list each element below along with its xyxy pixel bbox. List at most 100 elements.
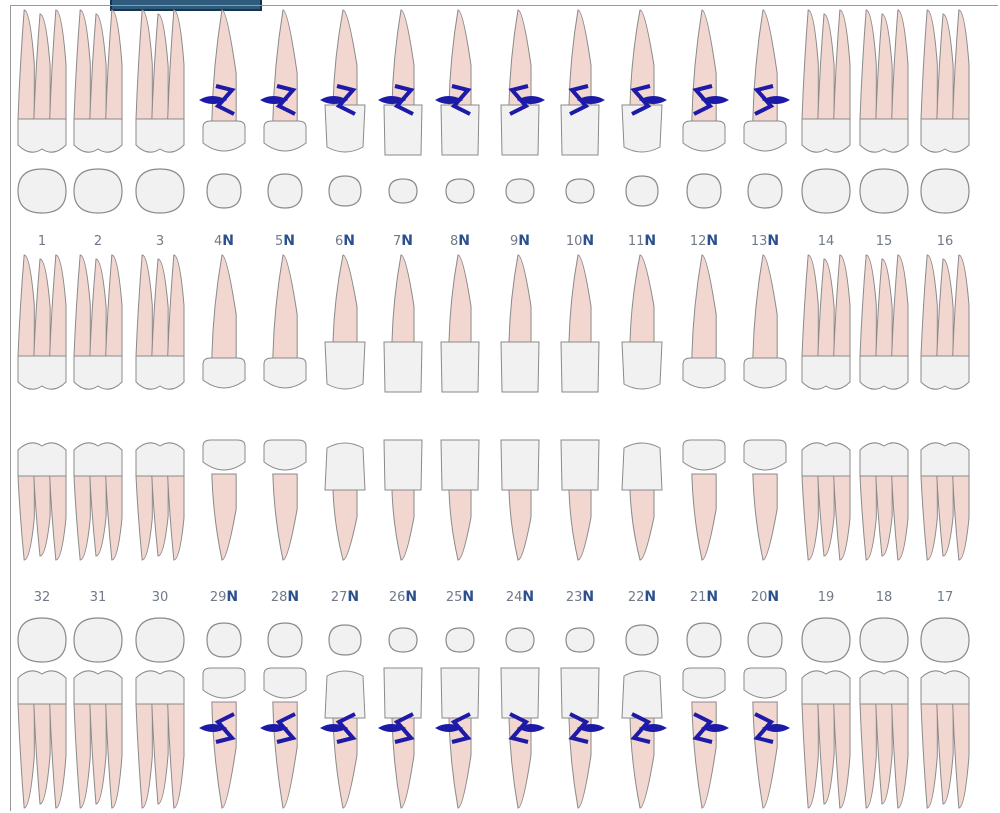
tooth-root: [50, 704, 66, 808]
tooth-root: [168, 255, 184, 356]
tooth-occlusal: [748, 623, 782, 657]
tooth-crown: [264, 358, 306, 388]
tooth-root: [802, 476, 818, 560]
tooth-occlusal: [626, 625, 658, 655]
tooth-root: [50, 255, 66, 356]
tooth-occlusal: [446, 179, 474, 203]
tooth-occlusal: [268, 174, 302, 208]
tooth-crown: [622, 342, 662, 389]
tooth-23[interactable]: [561, 440, 604, 808]
tooth-root: [333, 255, 357, 342]
tooth-21[interactable]: [683, 440, 728, 808]
tooth-28[interactable]: [261, 440, 306, 808]
tooth-root: [860, 255, 876, 356]
tooth-root: [753, 474, 777, 560]
tooth-4[interactable]: [200, 10, 245, 388]
tooth-root: [152, 259, 168, 356]
tooth-root: [18, 255, 34, 356]
tooth-31[interactable]: [74, 443, 122, 808]
upper-arch: [18, 10, 969, 392]
tooth-root: [818, 14, 834, 119]
tooth-occlusal: [74, 618, 122, 662]
tooth-1[interactable]: [18, 10, 66, 389]
tooth-7[interactable]: [379, 10, 422, 392]
tooth-root: [569, 255, 591, 342]
tooth-crown: [325, 342, 365, 389]
tooth-crown: [860, 356, 908, 389]
tooth-22[interactable]: [622, 443, 666, 808]
tooth-15[interactable]: [860, 10, 908, 389]
tooth-root: [34, 259, 50, 356]
tooth-crown: [921, 443, 969, 476]
tooth-crown: [802, 356, 850, 389]
tooth-root: [136, 704, 152, 808]
tooth-crown: [683, 440, 725, 470]
tooth-root: [106, 255, 122, 356]
tooth-3[interactable]: [136, 10, 184, 389]
tooth-crown: [561, 105, 599, 155]
tooth-root: [834, 10, 850, 119]
tooth-crown: [384, 105, 422, 155]
tooth-9[interactable]: [501, 10, 544, 392]
tooth-crown: [622, 443, 662, 490]
tooth-occlusal: [389, 628, 417, 652]
tooth-root: [876, 476, 892, 556]
tooth-5[interactable]: [261, 10, 306, 388]
tooth-10[interactable]: [561, 10, 604, 392]
tooth-14[interactable]: [802, 10, 850, 389]
tooth-crown: [325, 443, 365, 490]
tooth-root: [630, 255, 654, 342]
tooth-18[interactable]: [860, 443, 908, 808]
tooth-19[interactable]: [802, 443, 850, 808]
tooth-crown: [203, 440, 245, 470]
tooth-12[interactable]: [683, 10, 728, 388]
tooth-root: [152, 704, 168, 804]
tooth-2[interactable]: [74, 10, 122, 389]
tooth-crown: [441, 668, 479, 718]
tooth-crown: [744, 440, 786, 470]
tooth-root: [802, 255, 818, 356]
tooth-crown: [74, 671, 122, 704]
tooth-6[interactable]: [321, 10, 365, 389]
tooth-32[interactable]: [18, 443, 66, 808]
tooth-11[interactable]: [622, 10, 666, 389]
tooth-20[interactable]: [744, 440, 789, 808]
tooth-root: [168, 704, 184, 808]
tooth-29[interactable]: [200, 440, 245, 808]
tooth-25[interactable]: [436, 440, 479, 808]
tooth-root: [921, 10, 937, 119]
tooth-crown: [203, 121, 245, 151]
tooth-30[interactable]: [136, 443, 184, 808]
tooth-root: [876, 259, 892, 356]
tooth-root: [90, 14, 106, 119]
tooth-root: [692, 474, 716, 560]
tooth-root: [18, 704, 34, 808]
tooth-crown: [921, 356, 969, 389]
tooth-root: [630, 490, 654, 560]
tooth-crown: [384, 668, 422, 718]
tooth-8[interactable]: [436, 10, 479, 392]
tooth-27[interactable]: [321, 443, 365, 808]
tooth-26[interactable]: [379, 440, 422, 808]
tooth-root: [50, 10, 66, 119]
tooth-root: [937, 14, 953, 119]
tooth-root: [892, 704, 908, 808]
tooth-occlusal: [506, 628, 534, 652]
tooth-root: [273, 255, 297, 358]
tooth-17[interactable]: [921, 443, 969, 808]
tooth-root: [106, 10, 122, 119]
tooth-root: [152, 476, 168, 556]
tooth-root: [449, 255, 471, 342]
tooth-root: [834, 255, 850, 356]
tooth-crown: [561, 342, 599, 392]
tooth-crown: [441, 440, 479, 490]
tooth-crown: [501, 668, 539, 718]
tooth-crown: [683, 668, 725, 698]
tooth-13[interactable]: [744, 10, 789, 388]
tooth-root: [953, 255, 969, 356]
tooth-16[interactable]: [921, 10, 969, 389]
tooth-24[interactable]: [501, 440, 544, 808]
tooth-root: [692, 255, 716, 358]
tooth-root: [18, 476, 34, 560]
